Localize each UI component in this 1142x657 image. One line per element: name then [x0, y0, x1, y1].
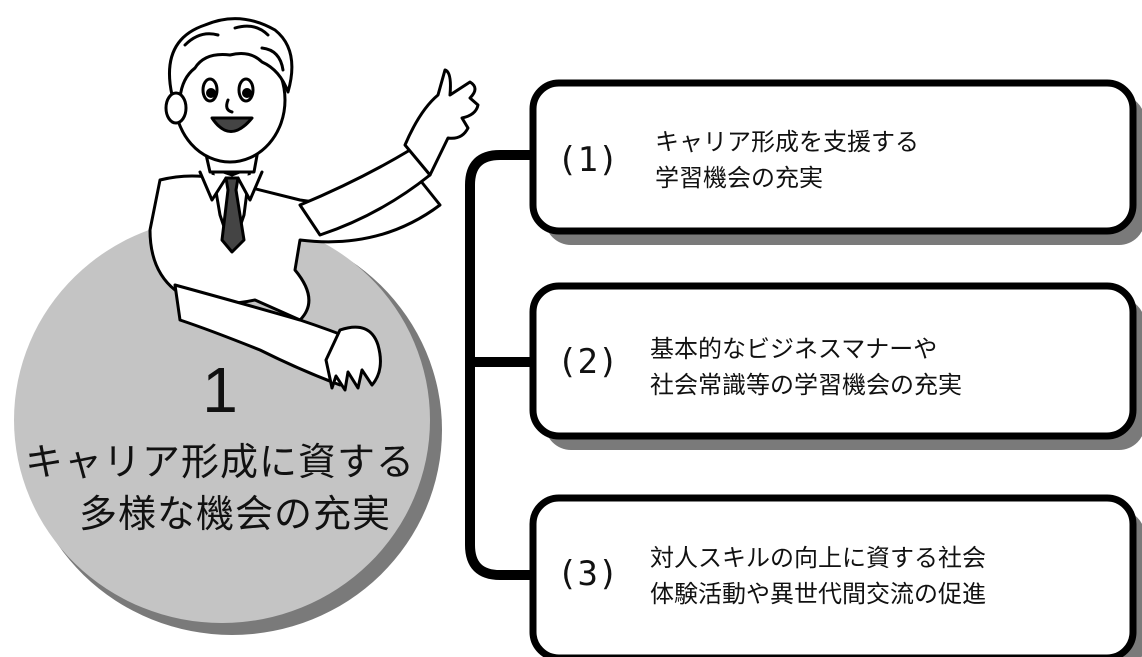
item-2-number: (2): [557, 342, 619, 382]
connector-lines: [465, 150, 537, 580]
main-title-line1: キャリア形成に資する: [24, 440, 415, 484]
item-1-line1: キャリア形成を支援する: [655, 128, 919, 156]
item-3-line2: 体験活動や異世代間交流の促進: [650, 580, 986, 608]
item-2-line2: 社会常識等の学習機会の充実: [650, 371, 962, 399]
item-2-line1: 基本的なビジネスマナーや: [650, 335, 938, 363]
main-title-line2: 多様な機会の充実: [78, 492, 391, 536]
item-box-1: [529, 79, 1137, 235]
item-3-line1: 対人スキルの向上に資する社会: [650, 544, 986, 572]
item-1-line2: 学習機会の充実: [655, 164, 823, 192]
item-1-number: (1): [557, 140, 619, 180]
item-3-number: (3): [557, 554, 619, 594]
item-box-3: [529, 494, 1137, 657]
main-number: 1: [202, 354, 238, 426]
item-box-2: [529, 282, 1137, 440]
presenter-illustration: [148, 17, 480, 392]
main-circle: [14, 217, 430, 623]
